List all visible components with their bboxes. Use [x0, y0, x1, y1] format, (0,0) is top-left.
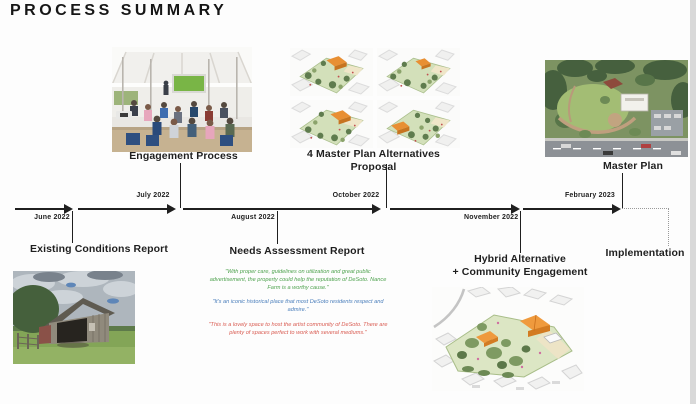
existing-conditions-photo — [13, 271, 135, 364]
label-hybrid-line1: Hybrid Alternative — [474, 253, 566, 265]
timeline-arrow-icon — [183, 202, 381, 215]
engagement-process-photo — [112, 47, 252, 152]
timeline-arrow-icon — [78, 202, 176, 215]
alternative-plan-4 — [377, 100, 460, 148]
date-july-2022: July 2022 — [136, 192, 170, 199]
date-february-2023: February 2023 — [564, 192, 616, 199]
alternative-plan-3 — [290, 100, 373, 148]
connector-master-plan — [622, 173, 624, 208]
date-october-2022: October 2022 — [332, 192, 380, 199]
connector-alternatives — [386, 164, 388, 208]
label-hybrid-line2: + Community Engagement — [452, 266, 588, 279]
connector-engagement — [180, 163, 182, 208]
label-alternatives: 4 Master Plan Alternatives Proposal — [307, 148, 440, 174]
dotted-line-implementation — [668, 208, 669, 246]
date-june-2022: June 2022 — [34, 214, 70, 221]
master-plan-photo — [545, 60, 688, 157]
connector-existing-conditions — [72, 211, 74, 243]
resident-quotes: "With proper care, guidelines on utiliza… — [208, 268, 388, 343]
dotted-line-implementation — [622, 208, 669, 209]
existing-conditions-photo-art — [13, 271, 135, 364]
label-existing-conditions: Existing Conditions Report — [30, 243, 168, 255]
timeline-arrow-icon — [15, 202, 73, 215]
master-plan-photo-art — [545, 60, 688, 157]
date-november-2022: November 2022 — [464, 214, 519, 221]
quote-green: "With proper care, guidelines on utiliza… — [209, 269, 387, 292]
connector-hybrid — [520, 211, 522, 253]
timeline-arrow-icon — [390, 202, 520, 215]
alternatives-grid — [290, 48, 460, 148]
connector-needs-assessment — [277, 211, 279, 244]
label-implementation: Implementation — [605, 247, 685, 259]
label-hybrid-alternative: Hybrid Alternative + Community Engagemen… — [440, 253, 600, 279]
date-august-2022: August 2022 — [231, 214, 275, 221]
hybrid-alternative-plan-art — [432, 287, 584, 391]
label-engagement-process: Engagement Process — [129, 150, 238, 162]
quote-blue: "It's an iconic historical place that mo… — [212, 299, 384, 314]
quote-red: "This is a lovely space to host the arti… — [208, 321, 388, 336]
timeline-arrow-icon — [523, 202, 621, 215]
label-master-plan: Master Plan — [602, 160, 664, 172]
screen-edge-strip — [690, 0, 696, 404]
page-title: PROCESS SUMMARY — [10, 2, 228, 19]
engagement-process-photo-art — [112, 47, 252, 152]
label-needs-assessment: Needs Assessment Report — [229, 245, 365, 257]
alternative-plan-1 — [290, 48, 373, 96]
alternative-plan-2 — [377, 48, 460, 96]
hybrid-alternative-plan — [432, 287, 584, 391]
